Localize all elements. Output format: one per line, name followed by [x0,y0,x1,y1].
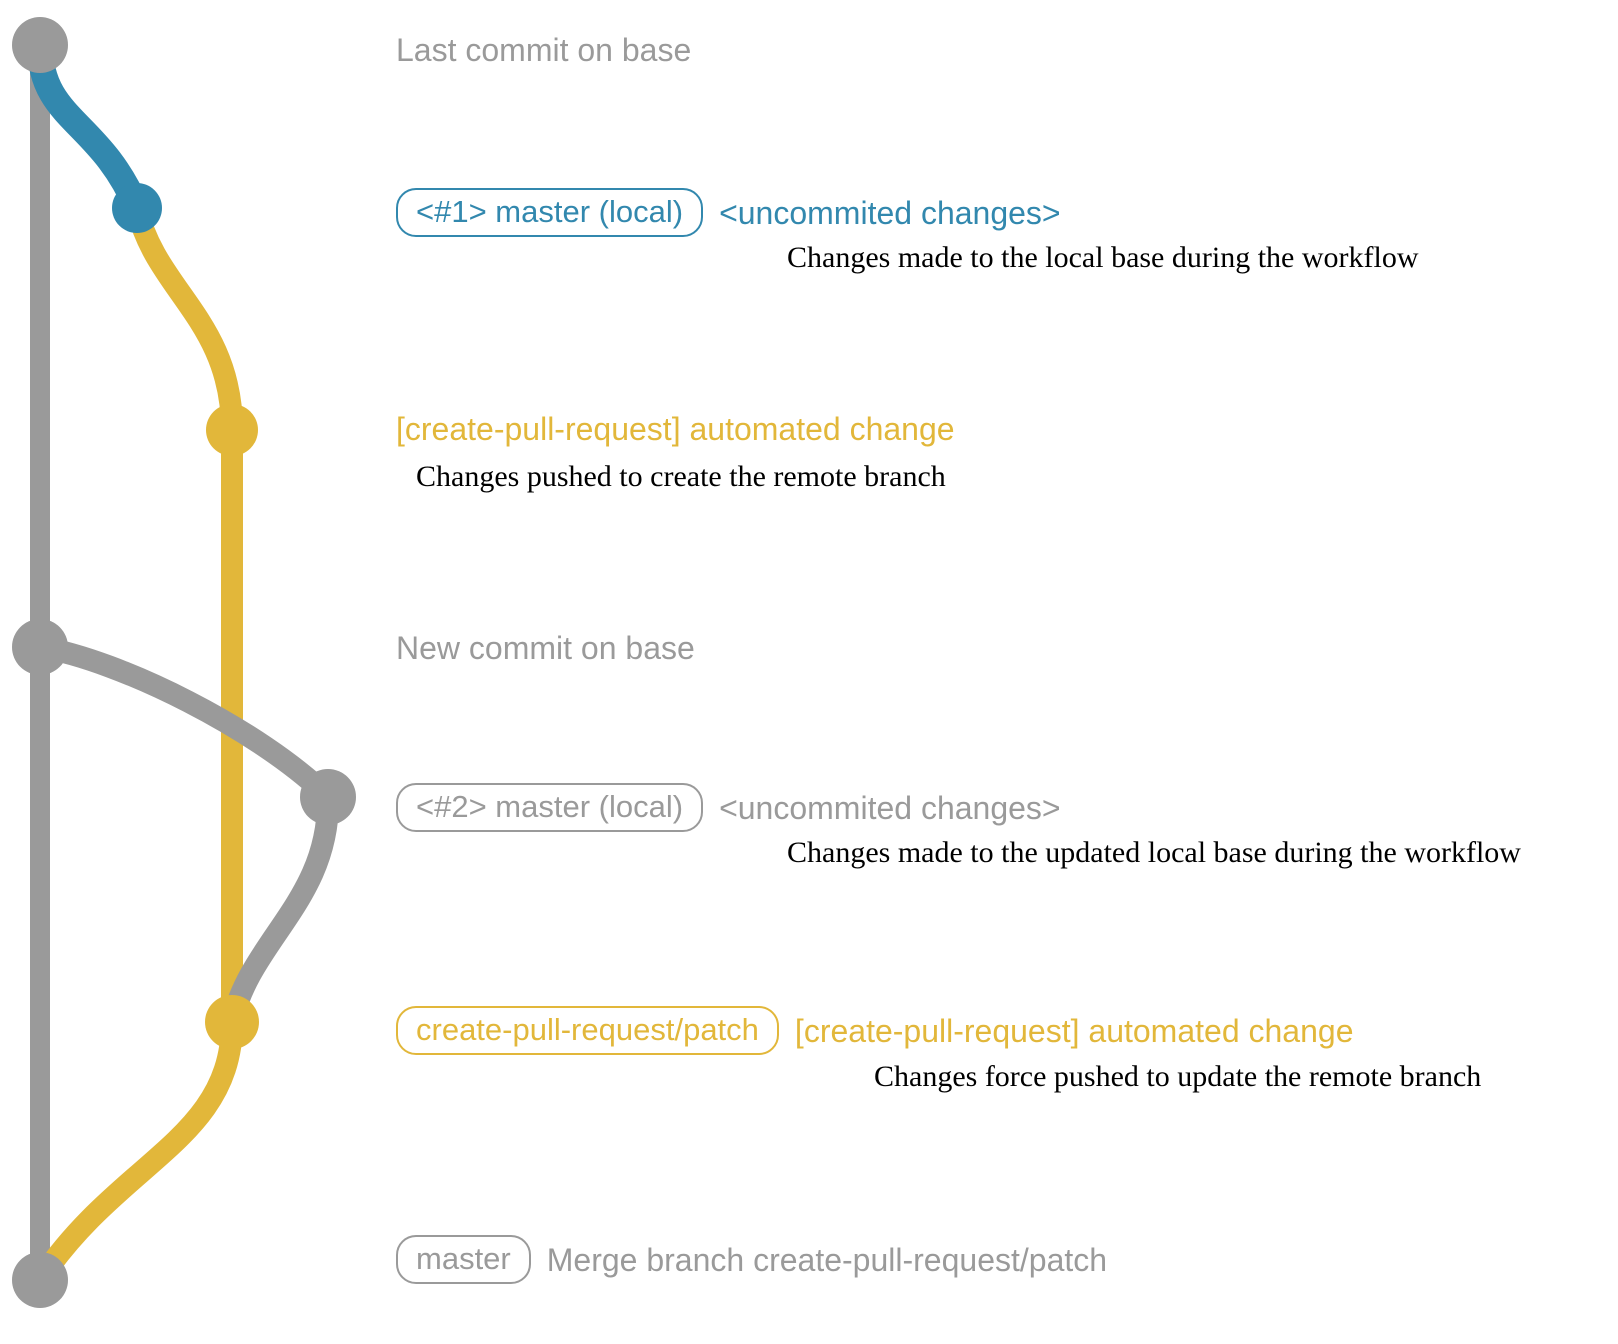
label-new-commit-on-base: New commit on base [396,630,695,666]
label-last-commit-on-base: Last commit on base [396,32,692,68]
row-last-commit-on-base: Last commit on base [396,34,691,66]
gold-merge-line [29,1011,243,1291]
desc-master-local-2: Changes made to the updated local base d… [787,836,1521,869]
badge-create-pull-request-patch[interactable]: create-pull-request/patch [396,1006,779,1055]
commit-graph [12,17,356,1308]
badge-master-local-2[interactable]: <#2> master (local) [396,783,704,832]
grey-branch-line-back [221,786,340,1033]
node-merge-commit[interactable] [12,1252,68,1308]
desc-automated-change-2: Changes force pushed to update the remot… [874,1060,1482,1093]
row-new-commit-on-base: New commit on base [396,632,695,664]
badge-line-automated-change-2: create-pull-request/patch [create-pull-r… [396,1006,1353,1055]
label-automated-change-1: [create-pull-request] automated change [396,411,955,447]
desc-automated-change-1: Changes pushed to create the remote bran… [416,460,946,493]
title-master-local-1: <uncommited changes> [719,194,1061,231]
title-merge-commit: Merge branch create-pull-request/patch [546,1241,1108,1278]
badge-master-local-1[interactable]: <#1> master (local) [396,188,704,237]
gold-branch-line-upper [126,197,243,441]
node-new-commit-on-base[interactable] [12,619,68,675]
row-automated-change-1: [create-pull-request] automated change [396,413,955,445]
desc-master-local-1: Changes made to the local base during th… [787,241,1419,274]
node-master-local-2[interactable] [300,769,356,825]
title-automated-change-2: [create-pull-request] automated change [794,1012,1354,1049]
node-last-commit-on-base[interactable] [12,17,68,73]
node-automated-change-1[interactable] [206,404,258,456]
node-master-local-1[interactable] [112,183,162,233]
badge-line-master-local-2: <#2> master (local) <uncommited changes> [396,783,1061,832]
grey-branch-line-out [29,636,339,808]
row-master-local-2: <#2> master (local) <uncommited changes> [396,783,1061,832]
badge-line-master-local-1: <#1> master (local) <uncommited changes> [396,188,1061,237]
badge-master[interactable]: master [396,1235,531,1284]
title-master-local-2: <uncommited changes> [719,789,1061,826]
badge-line-merge-commit: master Merge branch create-pull-request/… [396,1235,1107,1284]
row-merge-commit: master Merge branch create-pull-request/… [396,1235,1107,1284]
node-automated-change-2[interactable] [205,995,259,1049]
row-automated-change-2: create-pull-request/patch [create-pull-r… [396,1006,1353,1055]
row-master-local-1: <#1> master (local) <uncommited changes> [396,188,1061,237]
